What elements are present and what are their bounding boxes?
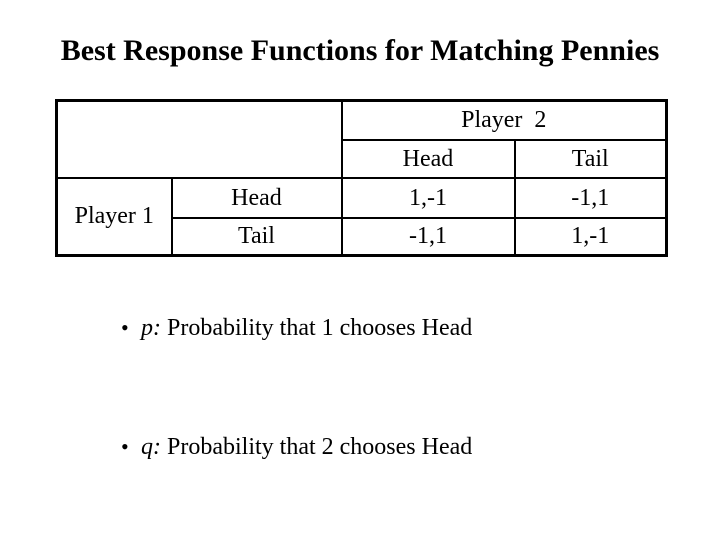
bullet-icon: • [121, 434, 129, 459]
slide-title: Best Response Functions for Matching Pen… [60, 34, 660, 67]
payoff-cell-tail-tail: 1,-1 [513, 217, 668, 257]
bullet-list: • p: Probability that 1 chooses Head • q: … [85, 268, 612, 540]
bullet-item-q: • q: Probability that 2 chooses Head [85, 388, 612, 508]
player2-label-cell: Player 2 [340, 99, 668, 141]
bullet-icon: • [121, 314, 129, 340]
empty-corner-cell [55, 99, 343, 179]
row-header-head: Head [170, 177, 343, 219]
table-row: Tail -1,1 1,-1 [57, 217, 668, 257]
bullet-item-b1: •B1(q) = 1 if q >1/2; = 0 if q <1/2; =[0… [85, 507, 612, 540]
bullet-text-q: q: Probability that 2 chooses Head [141, 434, 473, 460]
column-header-tail: Tail [513, 139, 668, 179]
column-header-head: Head [340, 139, 516, 179]
player1-label-cell: Player 1 [55, 177, 173, 257]
payoff-cell-head-head: 1,-1 [340, 177, 516, 219]
payoff-matrix-table: Player 2 Head Tail Player 1 Head 1,-1 -1… [55, 99, 668, 257]
bullet-text-p: p: Probability that 1 chooses Head [141, 314, 473, 341]
bullet-item-p: • p: Probability that 1 chooses Head [85, 268, 612, 388]
payoff-cell-tail-head: -1,1 [340, 217, 516, 257]
row-header-tail: Tail [170, 217, 343, 257]
table-row: Player 1 Head 1,-1 -1,1 [55, 177, 668, 257]
table-row: Head Tail [57, 139, 668, 179]
table-row: Player 2 [55, 99, 668, 179]
payoff-cell-head-tail: -1,1 [513, 177, 668, 219]
